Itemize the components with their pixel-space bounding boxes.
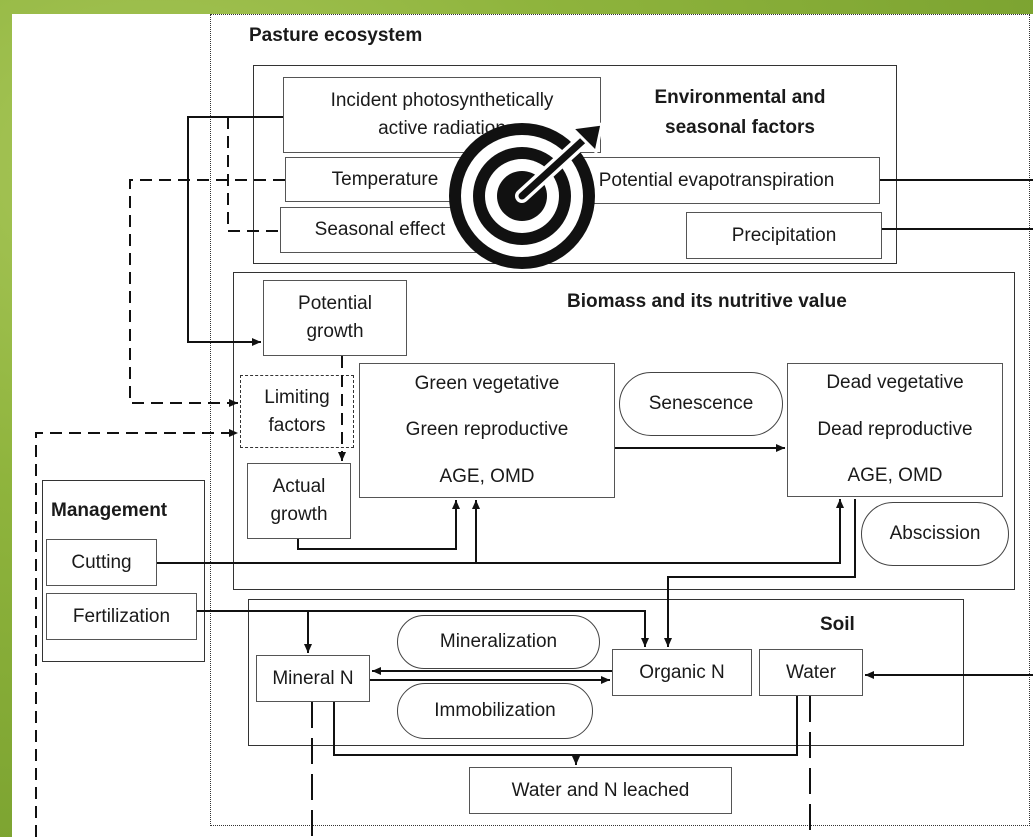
fertilization-label: Fertilization: [72, 605, 171, 627]
actual-to-green-arrow: [297, 500, 460, 550]
green-line2: Green reproductive: [405, 419, 569, 441]
dead-line2: Dead reproductive: [817, 418, 973, 440]
precipitation-box: Precipitation: [686, 212, 882, 259]
limiting-line1: Limiting: [264, 386, 330, 408]
water-box: Water: [759, 649, 863, 696]
senescence-label: Senescence: [648, 393, 754, 414]
senescence-pill: Senescence: [619, 372, 783, 436]
limiting-line2: factors: [268, 414, 326, 436]
fertilization-to-organic-arrow: [308, 610, 649, 647]
actual-line2: growth: [270, 504, 328, 525]
seasonal-label: Seasonal effect: [314, 219, 446, 241]
management-heading: Management: [51, 500, 168, 521]
actual-growth-box: Actual growth: [247, 463, 351, 539]
cutting-to-green-arrow: [157, 500, 480, 564]
water-leach-line: [576, 696, 798, 756]
management-frame: [42, 480, 205, 662]
organic-n-box: Organic N: [612, 649, 752, 696]
leached-label: Water and N leached: [511, 779, 690, 801]
potential-growth-box: Potential growth: [263, 280, 407, 356]
immobilization-label: Immobilization: [434, 700, 556, 721]
soil-heading: Soil: [820, 614, 855, 635]
temperature-to-limiting-arrow: [129, 179, 285, 407]
abscission-pill: Abscission: [861, 502, 1009, 566]
mineralization-pill: Mineralization: [397, 615, 600, 669]
water-n-to-limiting-arrow: [35, 429, 238, 837]
mineral-n-box: Mineral N: [256, 655, 370, 702]
dead-to-organic-arrow: [664, 499, 856, 647]
dead-biomass-box: Dead vegetative Dead reproductive AGE, O…: [787, 363, 1003, 497]
mineral-n-label: Mineral N: [272, 667, 354, 689]
water-label: Water: [786, 661, 836, 683]
precipitation-label: Precipitation: [731, 224, 837, 246]
par-line1: Incident photosynthetically: [330, 90, 554, 112]
seasonal-box: Seasonal effect: [280, 207, 480, 253]
immobilization-pill: Immobilization: [397, 683, 593, 739]
biomass-heading: Biomass and its nutritive value: [567, 291, 847, 312]
cutting-to-dead-arrow: [476, 499, 844, 564]
pet-label: Potential evapotranspiration: [598, 169, 835, 191]
environmental-heading: Environmental and seasonal factors: [630, 83, 850, 144]
potential-line1: Potential: [298, 293, 372, 315]
environmental-heading-line1: Environmental and: [654, 87, 826, 108]
organic-n-label: Organic N: [639, 661, 725, 683]
pet-box: Potential evapotranspiration: [553, 157, 880, 204]
pasture-ecosystem-title: Pasture ecosystem: [249, 25, 423, 46]
limiting-factors-box: Limiting factors: [240, 375, 354, 448]
green-line1: Green vegetative: [414, 372, 560, 394]
abscission-label: Abscission: [889, 523, 981, 544]
mineralization-label: Mineralization: [439, 631, 558, 652]
soil-frame: [248, 599, 964, 746]
cutting-label: Cutting: [71, 551, 132, 573]
fertilization-box: Fertilization: [46, 593, 197, 640]
green-line3: AGE, OMD: [439, 465, 535, 487]
environmental-heading-line2: seasonal factors: [665, 117, 815, 139]
target-with-arrow-icon: [449, 122, 604, 269]
green-biomass-box: Green vegetative Green reproductive AGE,…: [359, 363, 615, 498]
temperature-label: Temperature: [331, 168, 439, 190]
potential-line2: growth: [306, 321, 364, 342]
dead-line1: Dead vegetative: [826, 372, 964, 394]
pasture-ecosystem-frame: [210, 14, 1030, 826]
seasonal-dashed-link: [227, 117, 280, 232]
actual-line1: Actual: [272, 476, 326, 498]
fertilization-to-mineral-arrow: [197, 610, 312, 653]
par-to-potential-arrow: [187, 116, 283, 346]
par-line2: active radiation: [378, 118, 506, 139]
cutting-box: Cutting: [46, 539, 157, 586]
dead-line3: AGE, OMD: [847, 465, 943, 487]
water-n-leached-box: Water and N leached: [469, 767, 732, 814]
mineral-leach-line: [333, 702, 576, 756]
environmental-frame: [253, 65, 897, 264]
